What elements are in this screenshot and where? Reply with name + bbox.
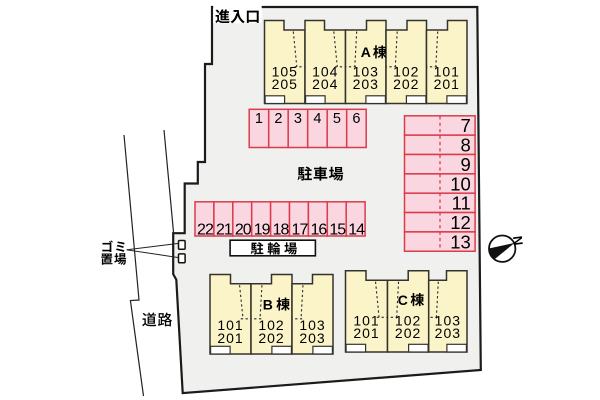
svg-text:104: 104: [312, 63, 338, 79]
svg-text:C: C: [398, 292, 408, 308]
svg-text:17: 17: [292, 222, 309, 239]
svg-text:N: N: [510, 235, 526, 246]
svg-text:103: 103: [299, 317, 325, 333]
svg-text:16: 16: [310, 222, 327, 239]
svg-text:4: 4: [313, 111, 321, 127]
svg-text:10: 10: [450, 173, 471, 194]
svg-text:6: 6: [352, 111, 360, 127]
svg-text:20: 20: [235, 222, 252, 239]
svg-text:105: 105: [272, 63, 298, 79]
svg-text:22: 22: [197, 222, 214, 239]
svg-text:205: 205: [272, 76, 298, 92]
svg-text:202: 202: [395, 325, 421, 341]
svg-text:102: 102: [395, 312, 421, 328]
svg-text:203: 203: [299, 330, 325, 346]
svg-text:101: 101: [434, 63, 460, 79]
svg-text:18: 18: [273, 222, 290, 239]
svg-text:19: 19: [254, 222, 271, 239]
svg-text:103: 103: [353, 63, 379, 79]
svg-text:202: 202: [258, 330, 284, 346]
svg-text:14: 14: [348, 222, 365, 239]
svg-text:101: 101: [353, 312, 379, 328]
svg-text:3: 3: [294, 111, 302, 127]
svg-text:204: 204: [312, 76, 338, 92]
svg-text:A: A: [361, 44, 371, 60]
svg-text:202: 202: [393, 76, 419, 92]
svg-text:101: 101: [217, 317, 243, 333]
svg-text:13: 13: [450, 231, 471, 252]
svg-text:102: 102: [258, 317, 284, 333]
svg-text:203: 203: [435, 325, 461, 341]
svg-text:2: 2: [274, 111, 282, 127]
svg-text:201: 201: [353, 325, 379, 341]
svg-text:102: 102: [393, 63, 419, 79]
svg-text:B: B: [263, 296, 273, 312]
svg-text:9: 9: [461, 154, 471, 175]
svg-text:11: 11: [452, 193, 471, 214]
svg-text:8: 8: [461, 135, 471, 156]
svg-text:103: 103: [435, 312, 461, 328]
svg-text:7: 7: [461, 115, 471, 136]
svg-text:201: 201: [434, 76, 460, 92]
svg-text:21: 21: [216, 222, 233, 239]
svg-text:15: 15: [329, 222, 346, 239]
svg-text:12: 12: [450, 212, 471, 233]
svg-text:5: 5: [333, 111, 341, 127]
svg-text:203: 203: [353, 76, 379, 92]
svg-text:1: 1: [255, 111, 263, 127]
svg-text:201: 201: [217, 330, 243, 346]
